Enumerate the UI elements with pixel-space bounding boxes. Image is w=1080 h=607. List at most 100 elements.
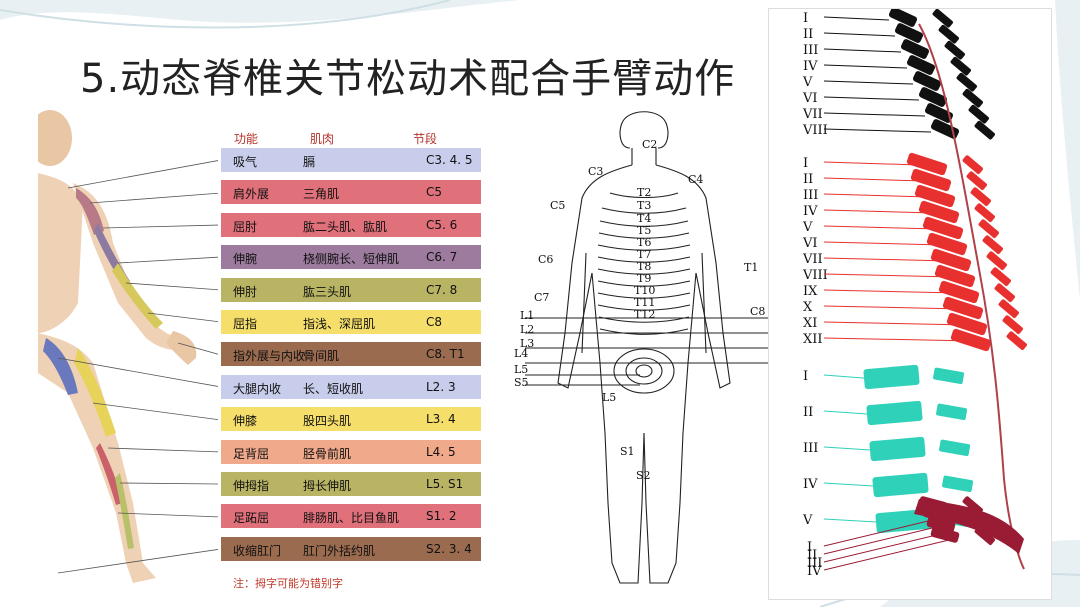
dermatome-label: T3: [637, 199, 651, 212]
anatomy-figure: [38, 110, 218, 583]
footnote: 注：拇字可能为错别字: [233, 577, 343, 590]
row-segment: S1. 2: [426, 509, 457, 524]
dermatome-label: C5: [550, 199, 565, 212]
row-muscle: 股四头肌: [303, 414, 352, 429]
spine-segment-label: V: [802, 75, 813, 90]
spine-leader-line: [823, 48, 902, 53]
dermatome-label: L5: [602, 391, 616, 404]
row-function: 伸腕: [233, 252, 258, 267]
dermatome-label: S5: [514, 376, 529, 389]
spinous-process: [962, 88, 983, 108]
dermatome-label: T4: [637, 212, 651, 225]
row-muscle: 肛门外括约肌: [303, 543, 376, 558]
header-segment: 节段: [413, 132, 438, 146]
row-function: 指外展与内收: [233, 349, 306, 364]
spine-leader-line: [823, 80, 914, 85]
row-segment: C5: [426, 185, 443, 200]
vertebra: [894, 23, 924, 43]
vertebra: [906, 152, 948, 176]
spinous-process: [938, 24, 959, 44]
spine-segment-label: II: [803, 27, 813, 42]
header-function: 功能: [234, 132, 259, 146]
vertebra: [930, 119, 960, 139]
dermatome-labels: C2C3C4C5C6C7C8T1T2T3T4T5T6T7T8T9T10T11T1…: [514, 138, 765, 482]
spinous-process: [974, 120, 995, 140]
dermatome-label: T12: [634, 308, 655, 321]
spine-segment-label: IV: [807, 564, 822, 579]
vertebra: [912, 71, 942, 91]
spine-segment-label: IV: [803, 59, 818, 74]
row-muscle: 肱二头肌、肱肌: [303, 219, 388, 234]
spine-leader-line: [823, 539, 950, 571]
spine-leader-line: [823, 128, 932, 133]
row-function: 伸肘: [233, 284, 258, 299]
row-segment: L4. 5: [426, 444, 456, 459]
spinous-process: [942, 475, 974, 493]
spine-leader-line: [823, 193, 930, 198]
row-function: 伸拇指: [233, 479, 270, 493]
spine-segment-label: II: [803, 172, 813, 187]
dermatome-label: L3: [520, 337, 534, 350]
spinous-process: [962, 155, 983, 174]
row-segment: C5. 6: [426, 217, 458, 232]
spinous-process: [933, 367, 965, 385]
spinous-process: [998, 299, 1019, 318]
dermatome-label: T5: [637, 224, 651, 237]
row-segment: C7. 8: [426, 282, 458, 297]
spinous-process: [1002, 315, 1023, 334]
row-function: 伸膝: [233, 414, 258, 429]
row-muscle: 腓肠肌、比目鱼肌: [303, 511, 400, 526]
spinous-process: [986, 251, 1007, 270]
spinous-process: [944, 40, 965, 60]
spine-leader-line: [823, 523, 950, 555]
row-function: 屈指: [233, 317, 258, 331]
spine-segment-label: II: [807, 548, 817, 563]
row-muscle: 桡侧腕长、短伸肌: [303, 252, 400, 267]
spinous-process: [974, 203, 995, 222]
vertebra: [863, 364, 920, 390]
vertebra: [930, 248, 972, 272]
spine-segment-label: III: [803, 43, 818, 58]
row-muscle: 三角肌: [303, 187, 340, 202]
row-segment: C8: [426, 315, 443, 329]
spinal-cord: [918, 23, 1025, 570]
spine-leader-line: [823, 337, 975, 342]
dermatome-label: T7: [637, 248, 651, 261]
spine-leader-line: [823, 209, 935, 214]
spine-leader-line: [823, 64, 908, 69]
spinous-process: [990, 267, 1011, 286]
row-function: 屈肘: [233, 219, 258, 234]
spine-segment-label: VI: [802, 91, 818, 106]
vertebra: [922, 216, 964, 240]
row-segment: C3. 4. 5: [426, 153, 473, 167]
row-muscle: 膈: [303, 155, 316, 169]
spine-leader-line: [823, 225, 940, 230]
vertebra: [926, 232, 968, 256]
dermatome-label: L1: [520, 309, 534, 322]
vertebra: [930, 526, 960, 543]
row-segment: S2. 3. 4: [426, 541, 472, 556]
spine-segment-label: VIII: [802, 123, 828, 138]
spine-segment-label: IV: [803, 204, 818, 219]
spinous-process: [966, 171, 987, 190]
vertebra: [918, 200, 960, 224]
spine-segment-label: III: [803, 188, 818, 203]
dermatome-label: T2: [637, 186, 651, 199]
vertebra: [910, 168, 952, 192]
dermatome-body: [525, 111, 768, 584]
spine-segment-label: XI: [803, 316, 817, 331]
row-muscle: 长、短收肌: [303, 381, 364, 396]
spine-svg: IIIIIIIVVVIVIIVIIIIIIIIIIVVVIVIIVIIIIXXX…: [802, 9, 1027, 579]
